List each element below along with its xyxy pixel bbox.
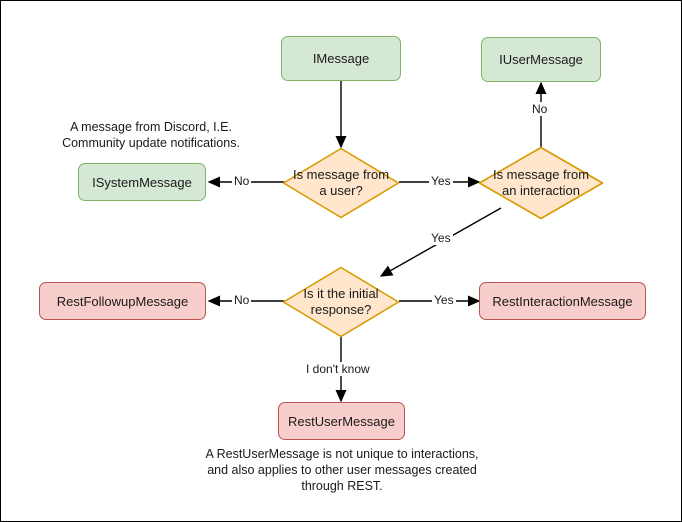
note-system-message: A message from Discord, I.E. Community u… [62,120,240,150]
node-isystemmessage[interactable]: ISystemMessage [78,163,206,201]
edge-label-no-isystemmessage: No [232,174,252,188]
edge-label-i-dont-know: I don't know [304,362,372,376]
node-imessage-label: IMessage [312,51,370,66]
edge-label-no-iusermessage: No [530,102,550,116]
edge-label-yes-is-initial-response: Yes [429,231,453,245]
node-restinteractionmessage[interactable]: RestInteractionMessage [479,282,646,320]
node-restusermessage-label: RestUserMessage [288,413,395,429]
node-restfollowupmessage[interactable]: RestFollowupMessage [39,282,206,320]
node-is-from-interaction[interactable]: Is message from an interaction [478,146,604,220]
edge-label-no-restfollowupmessage: No [232,293,252,307]
node-is-initial-response[interactable]: Is it the initial response? [282,266,400,338]
edge-label-yes-is-from-interaction: Yes [429,174,453,188]
node-imessage[interactable]: IMessage [281,36,401,81]
node-iusermessage-label: IUserMessage [499,52,583,67]
note-rest-user-message: A RestUserMessage is not unique to inter… [205,447,479,493]
node-is-from-user[interactable]: Is message from a user? [282,147,400,219]
node-restusermessage[interactable]: RestUserMessage [278,402,405,440]
node-isystemmessage-label: ISystemMessage [92,174,192,190]
node-restfollowupmessage-label: RestFollowupMessage [56,293,189,309]
edge-label-yes-restinteractionmessage: Yes [432,293,456,307]
node-restinteractionmessage-label: RestInteractionMessage [492,293,633,309]
node-iusermessage[interactable]: IUserMessage [481,37,601,82]
